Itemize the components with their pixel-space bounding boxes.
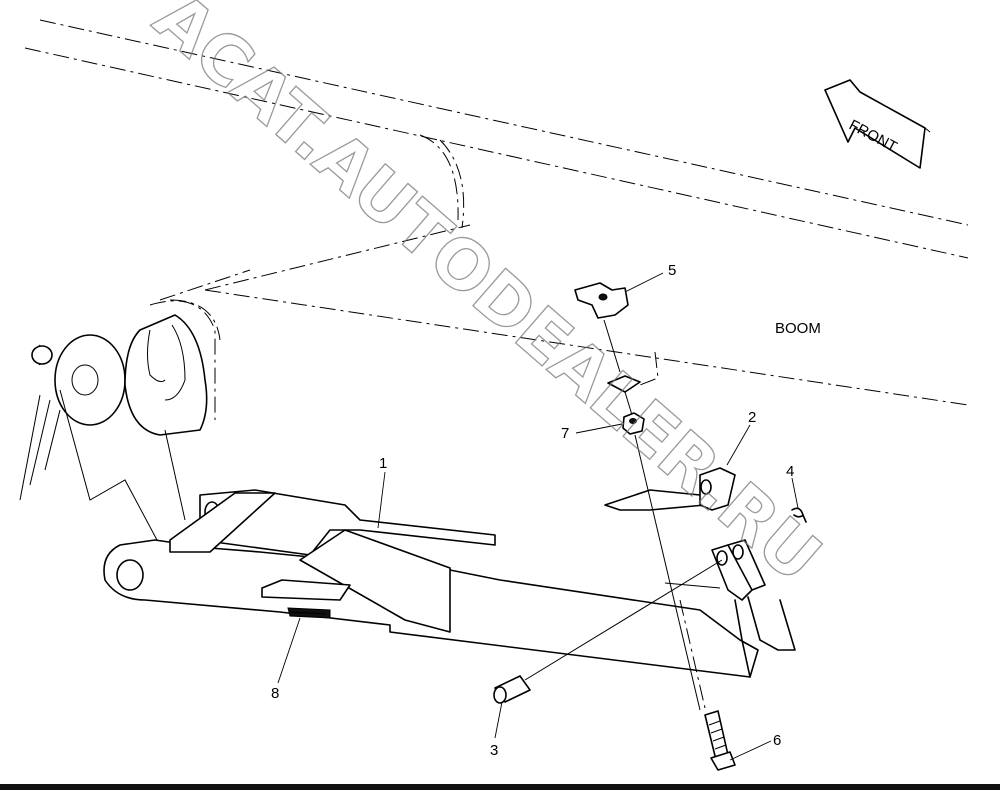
retainer-part-5 xyxy=(574,282,629,373)
bolt-part-6 xyxy=(634,434,736,771)
nut-part-7 xyxy=(622,412,645,435)
latch-part-2 xyxy=(604,467,796,678)
boom-label: BOOM xyxy=(775,320,821,337)
callout-1: 1 xyxy=(379,455,387,472)
front-arrow: FRONT xyxy=(824,79,931,169)
callout-numbers: 1 2 3 4 5 6 7 8 xyxy=(271,262,794,759)
callout-4: 4 xyxy=(786,463,794,480)
clevis-pin-part-3 xyxy=(493,559,723,704)
callout-3: 3 xyxy=(490,742,498,759)
bottom-border xyxy=(0,784,1000,790)
callout-5: 5 xyxy=(668,262,676,279)
bracket-arm-part-1 xyxy=(103,489,759,678)
callout-7: 7 xyxy=(561,425,569,442)
boom-outline xyxy=(24,19,969,420)
cotter-pin-part-4 xyxy=(791,507,807,523)
callout-leaders xyxy=(277,272,799,761)
boom-pivot xyxy=(19,314,208,556)
callout-8: 8 xyxy=(271,685,279,702)
callout-6: 6 xyxy=(773,732,781,749)
callout-2: 2 xyxy=(748,409,756,426)
boom-plate xyxy=(607,375,641,416)
